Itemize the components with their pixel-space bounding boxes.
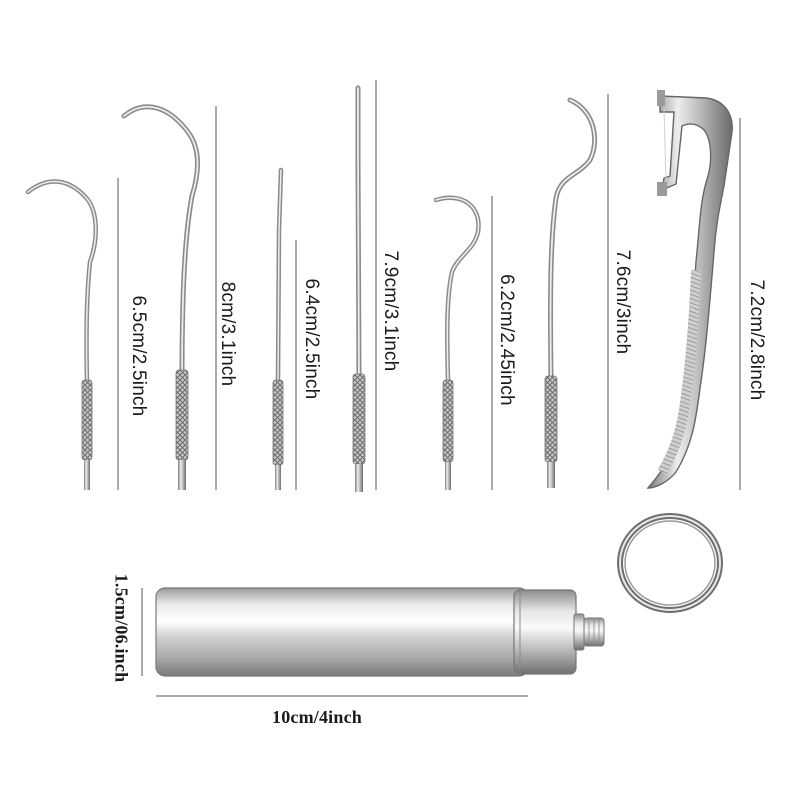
key-ring bbox=[617, 513, 723, 613]
hook-pick-large-length-label: 7.6cm/3inch bbox=[612, 249, 633, 355]
curved-pick-large-length-label: 8cm/3.1inch bbox=[217, 281, 238, 387]
straight-pick-long-length-label: 7.9cm/3.1inch bbox=[380, 250, 401, 372]
floss-pick-length-label: 7.2cm/2.8inch bbox=[746, 279, 767, 401]
curved-pick-small-length-label: 6.5cm/2.5inch bbox=[128, 295, 149, 417]
case-body bbox=[155, 587, 529, 677]
storage-case bbox=[155, 587, 605, 677]
straight-pick-short-tool bbox=[272, 167, 284, 490]
floss-pick-tool bbox=[646, 90, 733, 489]
curved-pick-small-tool bbox=[25, 179, 98, 490]
straight-pick-short-length-label: 6.4cm/2.5inch bbox=[301, 278, 322, 400]
floss-pick-handle bbox=[646, 95, 733, 489]
case-diameter-label: 1.5cm/06.inch bbox=[111, 573, 132, 683]
hook-pick-large-tool bbox=[544, 97, 598, 488]
hook-pick-small-tool bbox=[433, 195, 481, 490]
floss-string bbox=[663, 107, 667, 181]
hook-pick-small-length-label: 6.2cm/2.45inch bbox=[496, 274, 517, 406]
case-length-label: 10cm/4inch bbox=[272, 707, 362, 727]
case-cap bbox=[513, 589, 577, 675]
curved-pick-large-tool bbox=[121, 104, 201, 490]
straight-pick-long-tool bbox=[352, 85, 366, 492]
